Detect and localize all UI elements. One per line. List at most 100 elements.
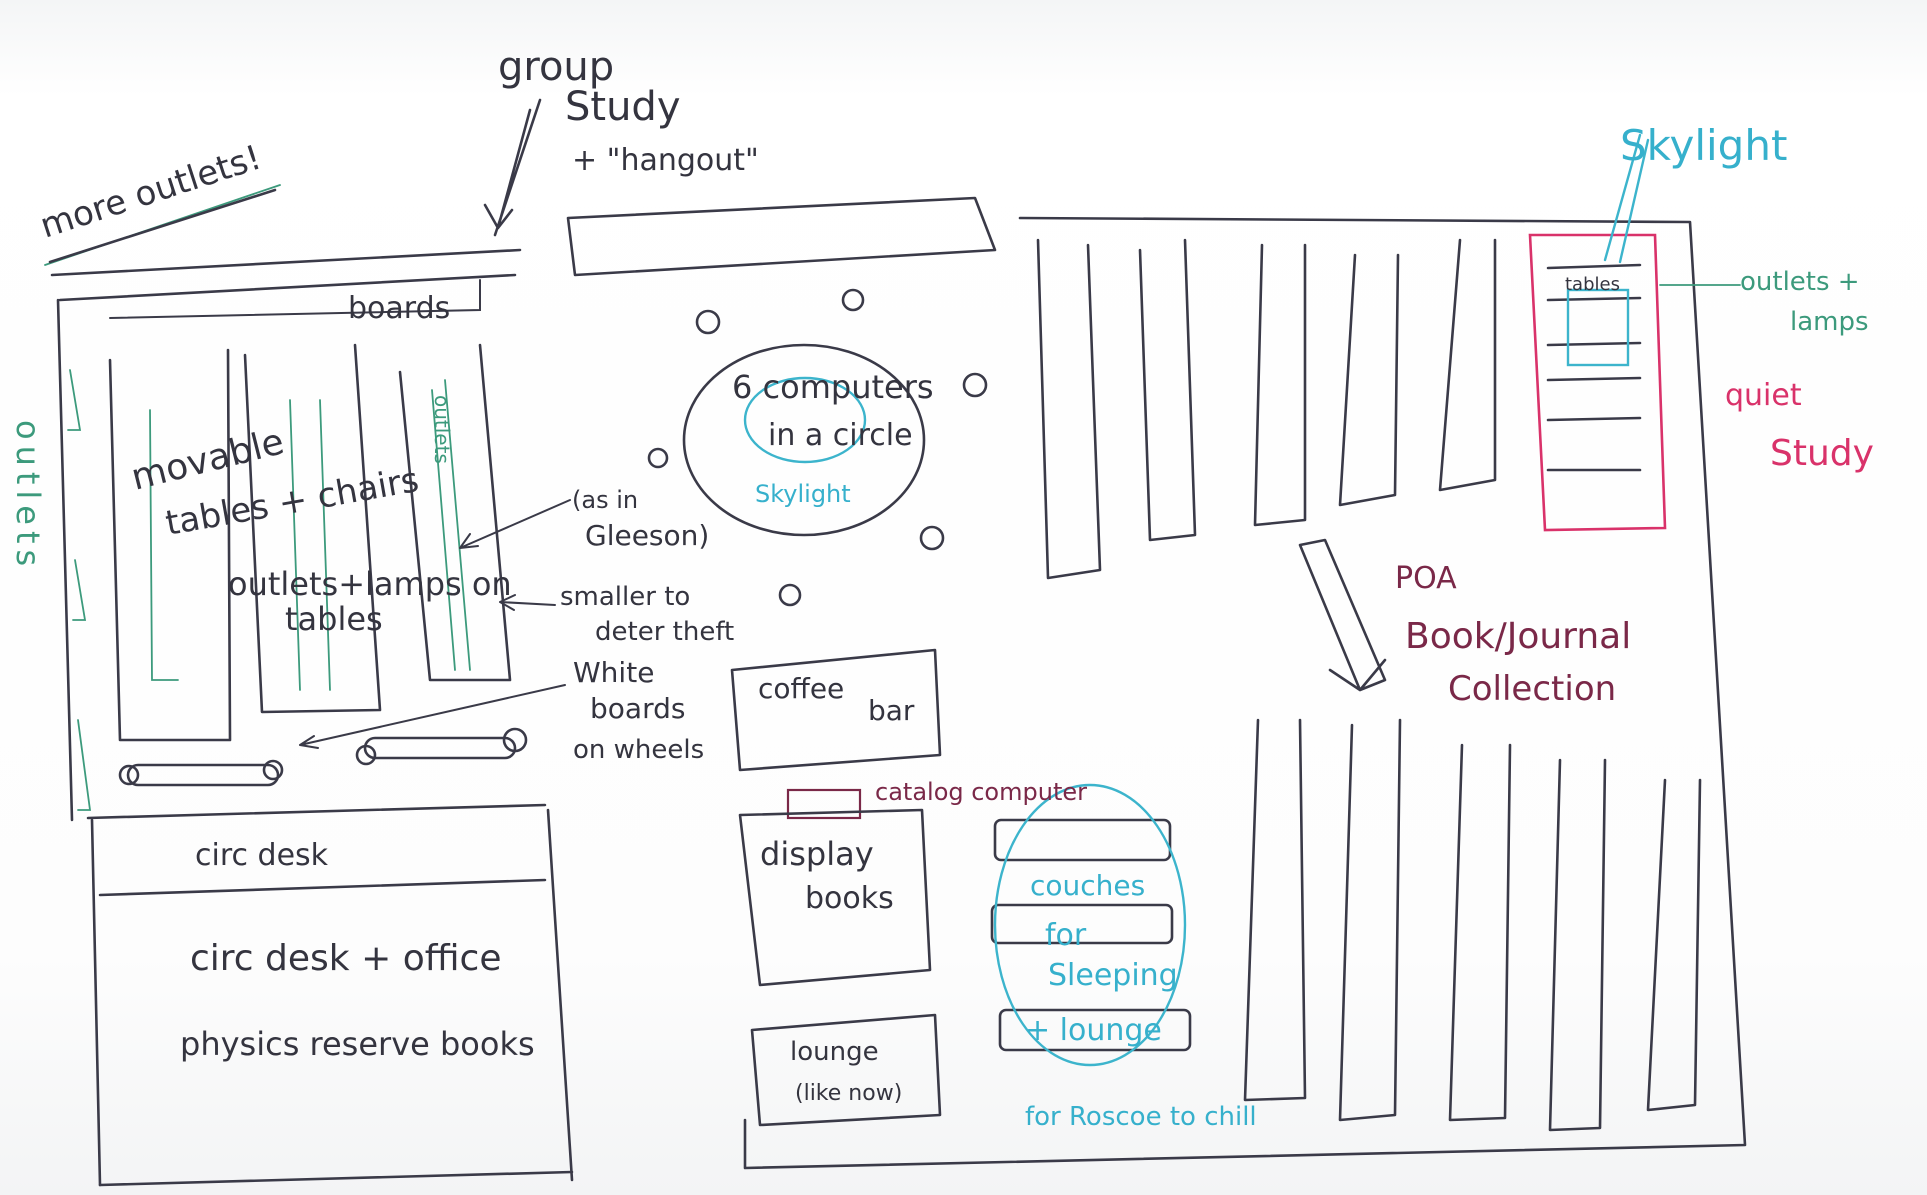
label-catalog-computer: catalog computer <box>875 778 1087 806</box>
top-counter <box>566 196 997 277</box>
top-wall-line <box>50 248 522 277</box>
couch <box>998 1008 1192 1052</box>
gleeson-arrow <box>459 499 571 549</box>
shelf <box>1448 743 1512 1122</box>
label-lounge2: + lounge <box>1025 1013 1162 1048</box>
circ-bottom-wall <box>98 1170 574 1187</box>
label-tables: tables <box>285 600 383 638</box>
label-coffee: coffee <box>758 672 844 705</box>
shelf <box>1243 718 1307 1102</box>
label-poa: POA <box>1395 561 1457 596</box>
label-physics-reserve: physics reserve books <box>180 1025 535 1063</box>
couch <box>990 903 1174 945</box>
whiteboard-arrow <box>299 684 566 749</box>
stool <box>919 525 945 551</box>
label-6-computers: 6 computers <box>732 368 934 406</box>
couches-circle <box>993 783 1187 1067</box>
circ-right-wall <box>546 808 574 1182</box>
label-study: Study <box>565 84 681 130</box>
label-outlets-small: outlets <box>430 395 454 464</box>
shelf <box>1253 243 1307 527</box>
coffee-bar <box>730 648 942 772</box>
label-white: White <box>573 656 654 689</box>
computer-circle <box>682 343 926 537</box>
label-couches: couches <box>1030 869 1145 902</box>
stool <box>841 288 865 312</box>
label-circ-desk: circ desk <box>195 838 329 873</box>
shelf <box>1548 758 1607 1132</box>
circ-desk-area <box>90 808 574 1187</box>
quiet-study-tables <box>1546 263 1642 472</box>
stacks-outer-wall <box>743 216 1747 1170</box>
table-column-3 <box>398 343 512 682</box>
label-for: for <box>1045 918 1087 953</box>
label-display: display <box>760 835 874 873</box>
stool <box>778 583 802 607</box>
couch <box>993 818 1172 862</box>
labels: group Study + "hangout" more outlets! bo… <box>9 44 1874 1132</box>
label-lounge: lounge <box>790 1037 879 1067</box>
lounge-box <box>750 1013 942 1127</box>
label-deter-theft: deter theft <box>595 617 734 647</box>
computer-area <box>566 196 1192 1127</box>
smaller-arrow <box>499 594 556 611</box>
label-smaller: smaller to <box>560 582 690 612</box>
stool <box>695 309 721 335</box>
label-for-roscoe: for Roscoe to chill <box>1025 1102 1257 1132</box>
label-boards: boards <box>348 291 450 326</box>
shelf <box>1036 238 1102 580</box>
left-wall <box>56 298 74 822</box>
label-hangout: + "hangout" <box>572 143 759 178</box>
label-sleeping: Sleeping <box>1048 958 1178 993</box>
label-group: group <box>498 44 614 90</box>
divider-line <box>86 803 547 820</box>
shelf <box>1438 238 1497 492</box>
whiteboard-on-wheels-2 <box>363 736 517 760</box>
display-books-shelf <box>738 808 932 987</box>
catalog-computer <box>786 788 862 820</box>
group-study-arrow <box>483 98 542 237</box>
label-in-a-circle: in a circle <box>768 418 913 453</box>
top-wall-line-inner <box>58 273 517 302</box>
label-skylight-top: Skylight <box>1620 121 1787 170</box>
label-study-quiet: Study <box>1770 433 1874 474</box>
label-tables-quiet: tables <box>1565 274 1620 295</box>
label-lamps: lamps <box>1790 307 1869 337</box>
label-circ-desk-office: circ desk + office <box>190 938 501 979</box>
label-boards2: boards <box>590 692 685 725</box>
label-skylight-circle: Skylight <box>755 480 851 508</box>
quiet-study-room <box>1528 233 1667 532</box>
table-column-2 <box>243 343 382 714</box>
label-outlets-lamps: outlets+lamps on <box>228 565 512 603</box>
more-outlets-arrow <box>48 188 277 264</box>
label-outlets-vertical: outlets <box>9 420 47 572</box>
quiet-skylight <box>1566 288 1630 367</box>
boards-bracket <box>109 279 481 319</box>
shelf <box>1138 238 1197 542</box>
label-bar: bar <box>868 694 915 727</box>
label-gleeson: Gleeson) <box>585 519 709 552</box>
shelf <box>1338 718 1402 1122</box>
label-quiet: quiet <box>1725 378 1802 413</box>
circ-left-wall <box>90 818 102 1187</box>
label-as-in: (as in <box>572 486 638 514</box>
circ-desk-line <box>98 878 547 897</box>
label-outlets-plus: outlets + <box>1740 267 1860 297</box>
label-on-wheels: on wheels <box>573 735 704 765</box>
stacks-arrow <box>1298 538 1387 692</box>
stool <box>647 447 669 469</box>
label-like-now: (like now) <box>795 1081 902 1106</box>
shelf <box>1338 253 1400 507</box>
whiteboard-on-wheels-1 <box>126 763 280 787</box>
label-books: books <box>805 881 894 916</box>
stacks-area <box>743 133 1747 1170</box>
label-collection: Collection <box>1448 669 1616 709</box>
table-column-1 <box>108 348 232 742</box>
stool <box>962 372 988 398</box>
label-book-journal: Book/Journal <box>1405 616 1631 657</box>
group-study-area <box>44 98 571 822</box>
shelf <box>1646 778 1702 1112</box>
skylight-circle <box>743 376 867 464</box>
